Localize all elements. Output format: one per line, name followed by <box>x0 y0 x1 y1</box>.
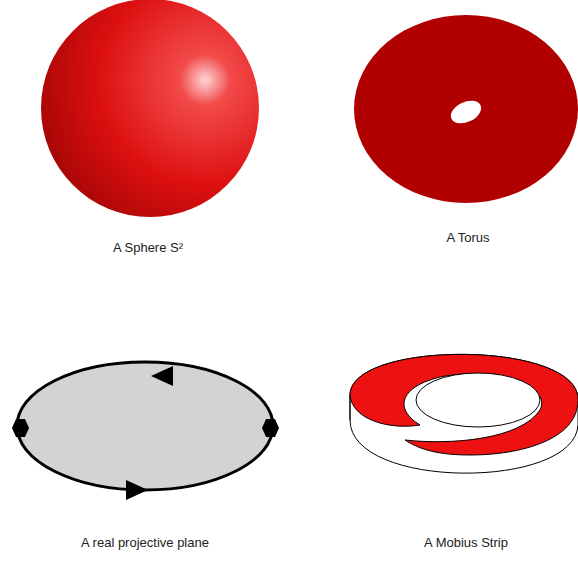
caption-label: A Torus <box>446 230 489 245</box>
torus <box>354 15 578 203</box>
caption-label: A real projective plane <box>81 535 209 550</box>
mobius-strip <box>350 354 578 473</box>
caption-label: A Mobius Strip <box>424 535 508 550</box>
caption-label: A Sphere S² <box>113 240 183 255</box>
sphere <box>41 0 259 217</box>
projective-plane <box>12 362 279 500</box>
